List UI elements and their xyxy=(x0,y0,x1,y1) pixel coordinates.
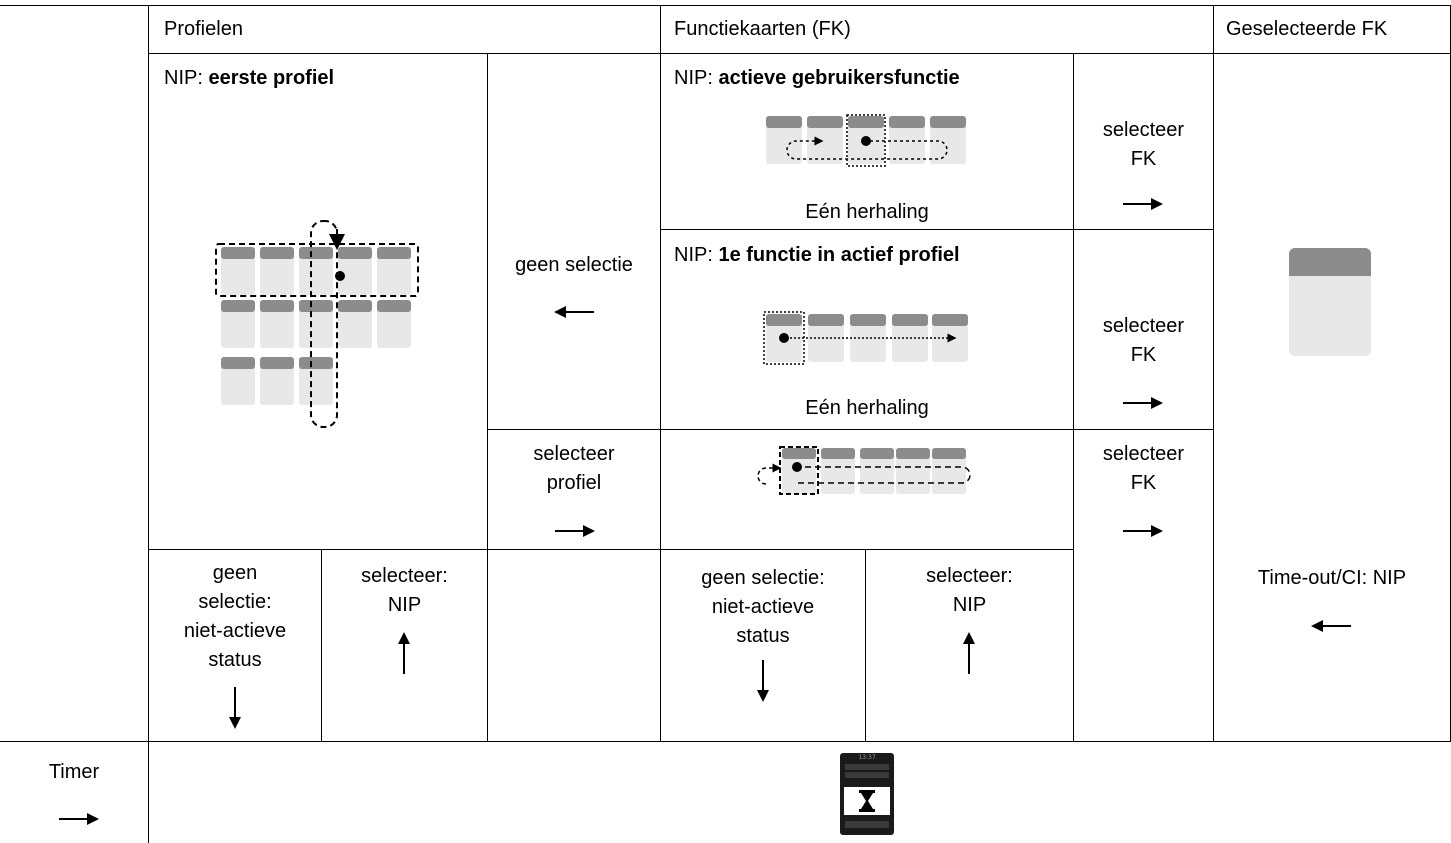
arrow-right-icon xyxy=(1123,397,1163,409)
fk-no-selection-line-2: niet-actieve xyxy=(711,596,815,618)
fk-row2-caption: Eén herhaling xyxy=(805,397,929,419)
arrow-up-icon xyxy=(398,632,410,674)
arrow-left-icon xyxy=(554,306,594,318)
header-selected-fk: Geselecteerde FK xyxy=(1226,18,1388,40)
profiles-select-line-2: NIP xyxy=(387,594,422,616)
row-loop-path xyxy=(215,243,419,297)
select-fk-2-line-1: selecteer xyxy=(1102,315,1185,337)
fk-no-selection-line-1: geen selectie: xyxy=(701,567,825,589)
profiles-no-selection-line-2: selectie: xyxy=(198,591,272,613)
select-fk-1-line-1: selecteer xyxy=(1102,119,1185,141)
fk-row1-illustration xyxy=(766,114,966,167)
profiles-no-selection-line-4: status xyxy=(208,649,262,671)
select-fk-3-line-2: FK xyxy=(1130,472,1157,494)
fk-select-line-2: NIP xyxy=(952,594,987,616)
arrow-right-icon xyxy=(1123,198,1163,210)
arrow-left-icon xyxy=(1311,620,1351,632)
device-row xyxy=(845,772,889,778)
header-function-cards: Functiekaarten (FK) xyxy=(674,18,851,40)
select-fk-1-line-2: FK xyxy=(1130,148,1157,170)
device-row xyxy=(845,821,889,828)
arrow-down-icon xyxy=(757,660,769,702)
no-selection-label: geen selectie xyxy=(515,254,633,276)
arrow-down-icon xyxy=(229,687,241,729)
selected-card-icon xyxy=(1289,248,1371,356)
profiles-no-selection-line-1: geen xyxy=(212,562,258,584)
arrow-right-icon xyxy=(555,525,595,537)
header-profiles: Profielen xyxy=(164,18,243,40)
select-profile-line-1: selecteer xyxy=(533,443,615,465)
hourglass-panel xyxy=(844,787,890,815)
fk-row2-illustration xyxy=(763,311,968,365)
fk-select-line-1: selecteer: xyxy=(926,565,1013,587)
grid-line xyxy=(148,549,1073,550)
select-profile-line-2: profiel xyxy=(546,472,602,494)
fk-no-selection-line-3: status xyxy=(736,625,790,647)
grid-line xyxy=(148,53,1451,54)
fk-row2-nip-label: NIP: 1e functie in actief profiel xyxy=(674,244,960,266)
fk-row1-caption: Eén herhaling xyxy=(805,201,929,223)
arrow-right-icon xyxy=(59,813,99,825)
profiles-nip-label: NIP: eerste profiel xyxy=(164,67,335,89)
grid-line xyxy=(487,53,488,741)
arrow-up-icon xyxy=(963,632,975,674)
grid-line xyxy=(660,5,661,741)
arrow-right-icon xyxy=(1123,525,1163,537)
select-fk-2-line-2: FK xyxy=(1130,344,1157,366)
fk-row3-illustration xyxy=(757,446,971,495)
cursor-dot xyxy=(335,271,345,281)
grid-line xyxy=(0,741,1451,742)
grid-line xyxy=(148,5,149,843)
grid-line xyxy=(321,549,322,741)
grid-line xyxy=(1073,53,1074,741)
select-fk-3-line-1: selecteer xyxy=(1102,443,1185,465)
timer-device-screen: 13:37 xyxy=(840,753,894,835)
profiles-select-line-1: selecteer: xyxy=(361,565,448,587)
profile-grid-row-2 xyxy=(221,300,411,348)
profile-grid-row-3 xyxy=(221,357,333,405)
grid-line xyxy=(0,5,1451,6)
grid-line xyxy=(865,549,866,741)
grid-line xyxy=(660,229,1213,230)
hourglass-icon xyxy=(859,790,875,812)
grid-line xyxy=(1213,5,1214,741)
device-time: 13:37 xyxy=(858,754,876,761)
timer-label: Timer xyxy=(48,761,100,783)
profile-grid-row-1 xyxy=(221,247,411,295)
device-row xyxy=(845,764,889,770)
fk-row1-nip-label: NIP: actieve gebruikersfunctie xyxy=(674,67,960,89)
profile-grid-illustration xyxy=(215,220,419,428)
profiles-no-selection-line-3: niet-actieve xyxy=(183,620,287,642)
timeout-label: Time-out/CI: NIP xyxy=(1257,567,1407,589)
column-loop-path xyxy=(310,220,338,428)
grid-line xyxy=(487,429,1213,430)
